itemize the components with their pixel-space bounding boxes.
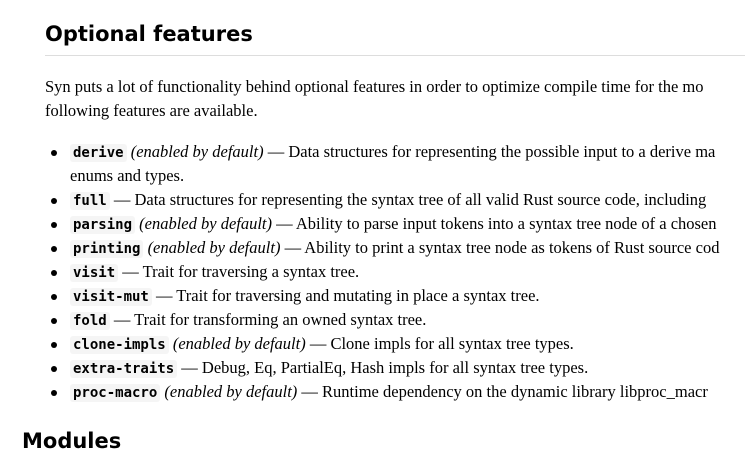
feature-item: derive (enabled by default) — Data struc… — [70, 140, 715, 165]
intro-line-1: Syn puts a lot of functionality behind o… — [45, 77, 704, 96]
feature-name: visit — [70, 264, 119, 282]
bullet-icon — [51, 342, 57, 348]
bullet-icon — [51, 270, 57, 276]
feature-item: visit-mut — Trait for traversing and mut… — [70, 284, 540, 309]
feature-item: extra-traits — Debug, Eq, PartialEq, Has… — [70, 356, 588, 381]
feature-item: visit — Trait for traversing a syntax tr… — [70, 260, 359, 285]
bullet-icon — [51, 246, 57, 252]
feature-default-note: (enabled by default) — [130, 142, 264, 161]
feature-description: — Trait for traversing and mutating in p… — [155, 286, 540, 305]
feature-item: parsing (enabled by default) — Ability t… — [70, 212, 717, 237]
feature-default-note: (enabled by default) — [164, 382, 298, 401]
feature-item: proc-macro (enabled by default) — Runtim… — [70, 380, 708, 405]
feature-default-note: (enabled by default) — [147, 238, 281, 257]
feature-name: parsing — [70, 216, 136, 234]
feature-name: derive — [70, 144, 127, 162]
feature-description: — Clone impls for all syntax tree types. — [309, 334, 574, 353]
bullet-icon — [51, 222, 57, 228]
feature-description: — Trait for transforming an owned syntax… — [113, 310, 427, 329]
feature-name: extra-traits — [70, 360, 178, 378]
bullet-icon — [51, 318, 57, 324]
feature-default-note: (enabled by default) — [172, 334, 306, 353]
feature-item: fold — Trait for transforming an owned s… — [70, 308, 426, 333]
bullet-icon — [51, 198, 57, 204]
feature-name: proc-macro — [70, 384, 161, 402]
bullet-icon — [51, 366, 57, 372]
bullet-icon — [51, 390, 57, 396]
section-heading-modules[interactable]: Modules — [22, 429, 122, 453]
bullet-icon — [51, 294, 57, 300]
feature-description: — Ability to parse input tokens into a s… — [276, 214, 717, 233]
feature-description: — Trait for traversing a syntax tree. — [122, 262, 360, 281]
feature-name: full — [70, 192, 110, 210]
feature-name: printing — [70, 240, 144, 258]
section-heading-optional-features: Optional features — [45, 22, 745, 56]
feature-description: — Ability to print a syntax tree node as… — [284, 238, 720, 257]
feature-description-continued: enums and types. — [70, 166, 185, 185]
feature-description: — Runtime dependency on the dynamic libr… — [301, 382, 708, 401]
feature-name: clone-impls — [70, 336, 169, 354]
feature-item: clone-impls (enabled by default) — Clone… — [70, 332, 574, 357]
feature-item: printing (enabled by default) — Ability … — [70, 236, 719, 261]
feature-name: visit-mut — [70, 288, 152, 306]
bullet-icon — [51, 150, 57, 156]
feature-description: — Debug, Eq, PartialEq, Hash impls for a… — [181, 358, 589, 377]
feature-default-note: (enabled by default) — [139, 214, 273, 233]
intro-line-2: following features are available. — [45, 101, 258, 120]
feature-item: full — Data structures for representing … — [70, 188, 706, 213]
feature-description: — Data structures for representing the p… — [267, 142, 716, 161]
feature-description: — Data structures for representing the s… — [113, 190, 707, 209]
feature-name: fold — [70, 312, 110, 330]
